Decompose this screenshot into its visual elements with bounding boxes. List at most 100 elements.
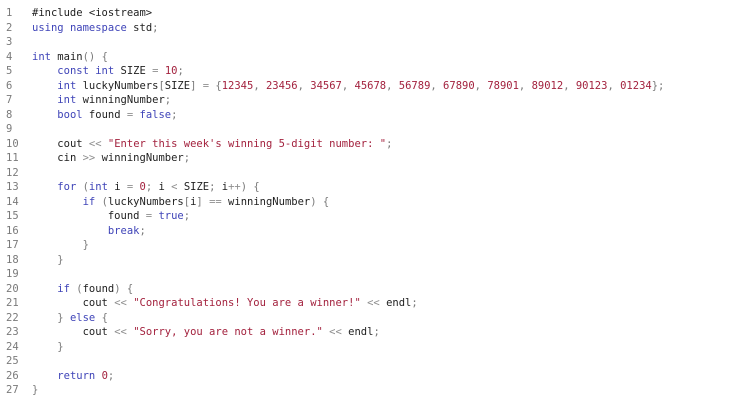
code-token: >> bbox=[82, 152, 96, 164]
code-token bbox=[32, 326, 83, 338]
code-token: 12345 bbox=[221, 79, 254, 92]
line-number: 4 bbox=[6, 50, 13, 63]
code-line[interactable]: 5 const int SIZE = 10; bbox=[0, 64, 740, 79]
code-line[interactable]: 3 bbox=[0, 35, 740, 50]
code-token: i bbox=[190, 195, 197, 208]
code-text: const int SIZE = 10; bbox=[24, 64, 184, 79]
line-number: 19 bbox=[6, 268, 19, 280]
code-token: [ bbox=[158, 79, 165, 92]
code-line[interactable]: 23 cout << "Sorry, you are not a winner.… bbox=[0, 325, 740, 340]
code-line[interactable]: 20 if (found) { bbox=[0, 282, 740, 297]
line-number: 21 bbox=[6, 297, 19, 309]
code-line[interactable]: 6 int luckyNumbers[SIZE] = {12345, 23456… bbox=[0, 79, 740, 94]
code-line[interactable]: 7 int winningNumber; bbox=[0, 93, 740, 108]
code-token bbox=[32, 210, 108, 222]
code-token: winningNumber bbox=[101, 152, 184, 164]
line-number: 24 bbox=[6, 340, 19, 353]
code-text bbox=[24, 35, 32, 50]
line-number: 6 bbox=[6, 79, 13, 92]
code-token: "Sorry, you are not a winner." bbox=[133, 326, 323, 338]
code-token: found bbox=[107, 210, 140, 222]
code-token: int bbox=[32, 50, 51, 63]
code-line[interactable]: 10 cout << "Enter this week's winning 5-… bbox=[0, 137, 740, 152]
code-token: 10 bbox=[164, 65, 178, 77]
code-token: ) bbox=[240, 181, 248, 193]
code-token: 45678 bbox=[354, 79, 387, 92]
code-line[interactable]: 9 bbox=[0, 122, 740, 137]
code-line[interactable]: 1#include <iostream> bbox=[0, 6, 740, 21]
code-token: found bbox=[88, 108, 121, 121]
line-number: 17 bbox=[6, 239, 19, 251]
code-token: SIZE bbox=[164, 79, 191, 92]
code-token: break bbox=[107, 224, 140, 237]
code-line[interactable]: 27} bbox=[0, 383, 740, 398]
code-token: SIZE bbox=[120, 65, 146, 77]
line-number: 25 bbox=[6, 355, 19, 367]
code-line[interactable]: 15 found = true; bbox=[0, 209, 740, 224]
code-line[interactable]: 13 for (int i = 0; i < SIZE; i++) { bbox=[0, 180, 740, 195]
code-token: } bbox=[82, 239, 89, 251]
code-token: i bbox=[114, 181, 121, 193]
code-token: , bbox=[253, 79, 260, 92]
code-token: = bbox=[202, 79, 210, 92]
code-token: for bbox=[57, 181, 77, 193]
code-token: }; bbox=[651, 79, 665, 92]
code-text: if (luckyNumbers[i] == winningNumber) { bbox=[24, 195, 330, 210]
code-line[interactable]: 14 if (luckyNumbers[i] == winningNumber)… bbox=[0, 195, 740, 210]
code-token: endl bbox=[386, 297, 412, 309]
code-text: cin >> winningNumber; bbox=[24, 151, 190, 166]
code-token: cout bbox=[57, 137, 83, 150]
code-line[interactable]: 12 bbox=[0, 166, 740, 181]
code-token: = bbox=[145, 210, 153, 222]
code-line[interactable]: 22 } else { bbox=[0, 311, 740, 326]
code-token: else bbox=[69, 311, 96, 324]
code-line[interactable]: 18 } bbox=[0, 253, 740, 268]
code-line[interactable]: 21 cout << "Congratulations! You are a w… bbox=[0, 296, 740, 311]
line-number: 23 bbox=[6, 326, 19, 338]
code-token: found bbox=[82, 282, 115, 295]
code-token: 0 bbox=[139, 181, 146, 193]
code-token: { bbox=[215, 79, 222, 92]
code-token: int bbox=[57, 79, 77, 92]
line-number: 5 bbox=[6, 65, 13, 77]
code-token: << bbox=[114, 326, 127, 338]
code-line[interactable]: 11 cin >> winningNumber; bbox=[0, 151, 740, 166]
code-token bbox=[32, 239, 83, 251]
code-token bbox=[32, 109, 57, 121]
line-number: 22 bbox=[6, 311, 19, 324]
code-line[interactable]: 25 bbox=[0, 354, 740, 369]
code-text: #include <iostream> bbox=[24, 6, 152, 21]
code-text: cout << "Sorry, you are not a winner." <… bbox=[24, 325, 380, 340]
code-line[interactable]: 8 bool found = false; bbox=[0, 108, 740, 123]
code-token: ] bbox=[196, 195, 203, 208]
code-token: 78901 bbox=[487, 79, 519, 92]
code-line[interactable]: 24 } bbox=[0, 340, 740, 355]
line-number: 27 bbox=[6, 384, 19, 396]
code-token: () bbox=[82, 50, 96, 63]
code-line[interactable]: 19 bbox=[0, 267, 740, 282]
code-text: for (int i = 0; i < SIZE; i++) { bbox=[24, 180, 259, 195]
code-token: , bbox=[563, 79, 570, 92]
code-token: , bbox=[430, 79, 437, 92]
line-number: 2 bbox=[6, 21, 13, 34]
code-token: , bbox=[341, 79, 349, 92]
line-number: 11 bbox=[6, 152, 19, 164]
code-token: int bbox=[57, 94, 77, 106]
code-token: cout bbox=[82, 297, 108, 309]
code-token bbox=[32, 181, 57, 193]
code-line[interactable]: 26 return 0; bbox=[0, 369, 740, 384]
code-line[interactable]: 17 } bbox=[0, 238, 740, 253]
code-token bbox=[32, 65, 57, 77]
code-text: cout << "Congratulations! You are a winn… bbox=[24, 296, 418, 311]
code-token: ( bbox=[76, 282, 83, 295]
code-token: } bbox=[57, 311, 64, 324]
line-number: 3 bbox=[6, 36, 13, 48]
code-token: if bbox=[57, 282, 70, 295]
code-token: 67890 bbox=[443, 79, 475, 92]
line-number: 18 bbox=[6, 253, 19, 266]
code-line[interactable]: 16 break; bbox=[0, 224, 740, 239]
code-text bbox=[24, 267, 32, 282]
